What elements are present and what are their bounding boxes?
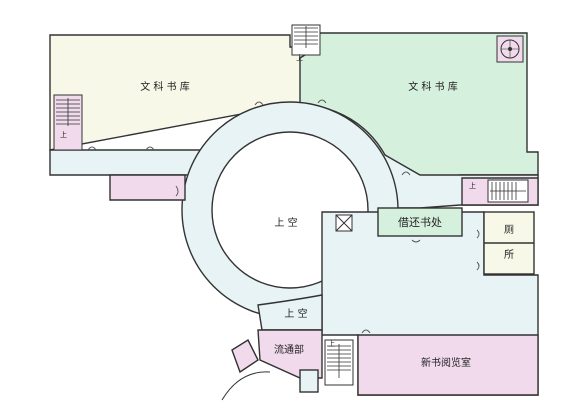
stair-icon (487, 179, 529, 203)
stair-up-label: 上 (469, 181, 476, 190)
circulation-dept-label: 流通部 (274, 343, 304, 356)
toilet-label-2: 所 (504, 249, 514, 261)
stair-icon (291, 24, 321, 56)
spiral-stair-icon (496, 35, 524, 63)
door-swing-icon (254, 101, 264, 106)
stair-icon (324, 339, 354, 386)
door-swing-icon (401, 171, 411, 176)
stair-up-label: 上 (328, 339, 335, 348)
stack-left-label: 文 科 书 库 (140, 80, 190, 93)
stack-right-label: 文 科 书 库 (408, 80, 458, 93)
toilet-label-1: 厕 (504, 224, 514, 236)
lower-void (257, 294, 323, 331)
exterior-curve (221, 371, 271, 401)
door-swing-icon (476, 261, 480, 271)
new-books-room-label: 新书阅览室 (421, 356, 471, 369)
circulation-desk-label: 借还书处 (398, 216, 442, 229)
exterior-walkway (231, 338, 259, 374)
circulation-desk-box (377, 207, 463, 237)
void-lower-label: 上 空 (284, 307, 307, 320)
void-center-label: 上 空 (274, 216, 297, 229)
stair-up-label: 上 (60, 130, 67, 139)
door-swing-icon (317, 99, 327, 104)
door-swing-icon (476, 229, 480, 239)
new-books-room (357, 334, 539, 396)
stair-icon (53, 94, 83, 151)
exterior-step (299, 369, 319, 393)
pink-room-left (109, 174, 186, 201)
elevator-cross-2 (335, 214, 353, 232)
stair-up-label: 上 (296, 53, 303, 62)
door-swing-icon (411, 239, 421, 243)
door-swing-icon (87, 146, 97, 151)
door-swing-icon (175, 185, 179, 197)
door-swing-icon (145, 146, 155, 151)
door-swing-icon (361, 329, 371, 334)
